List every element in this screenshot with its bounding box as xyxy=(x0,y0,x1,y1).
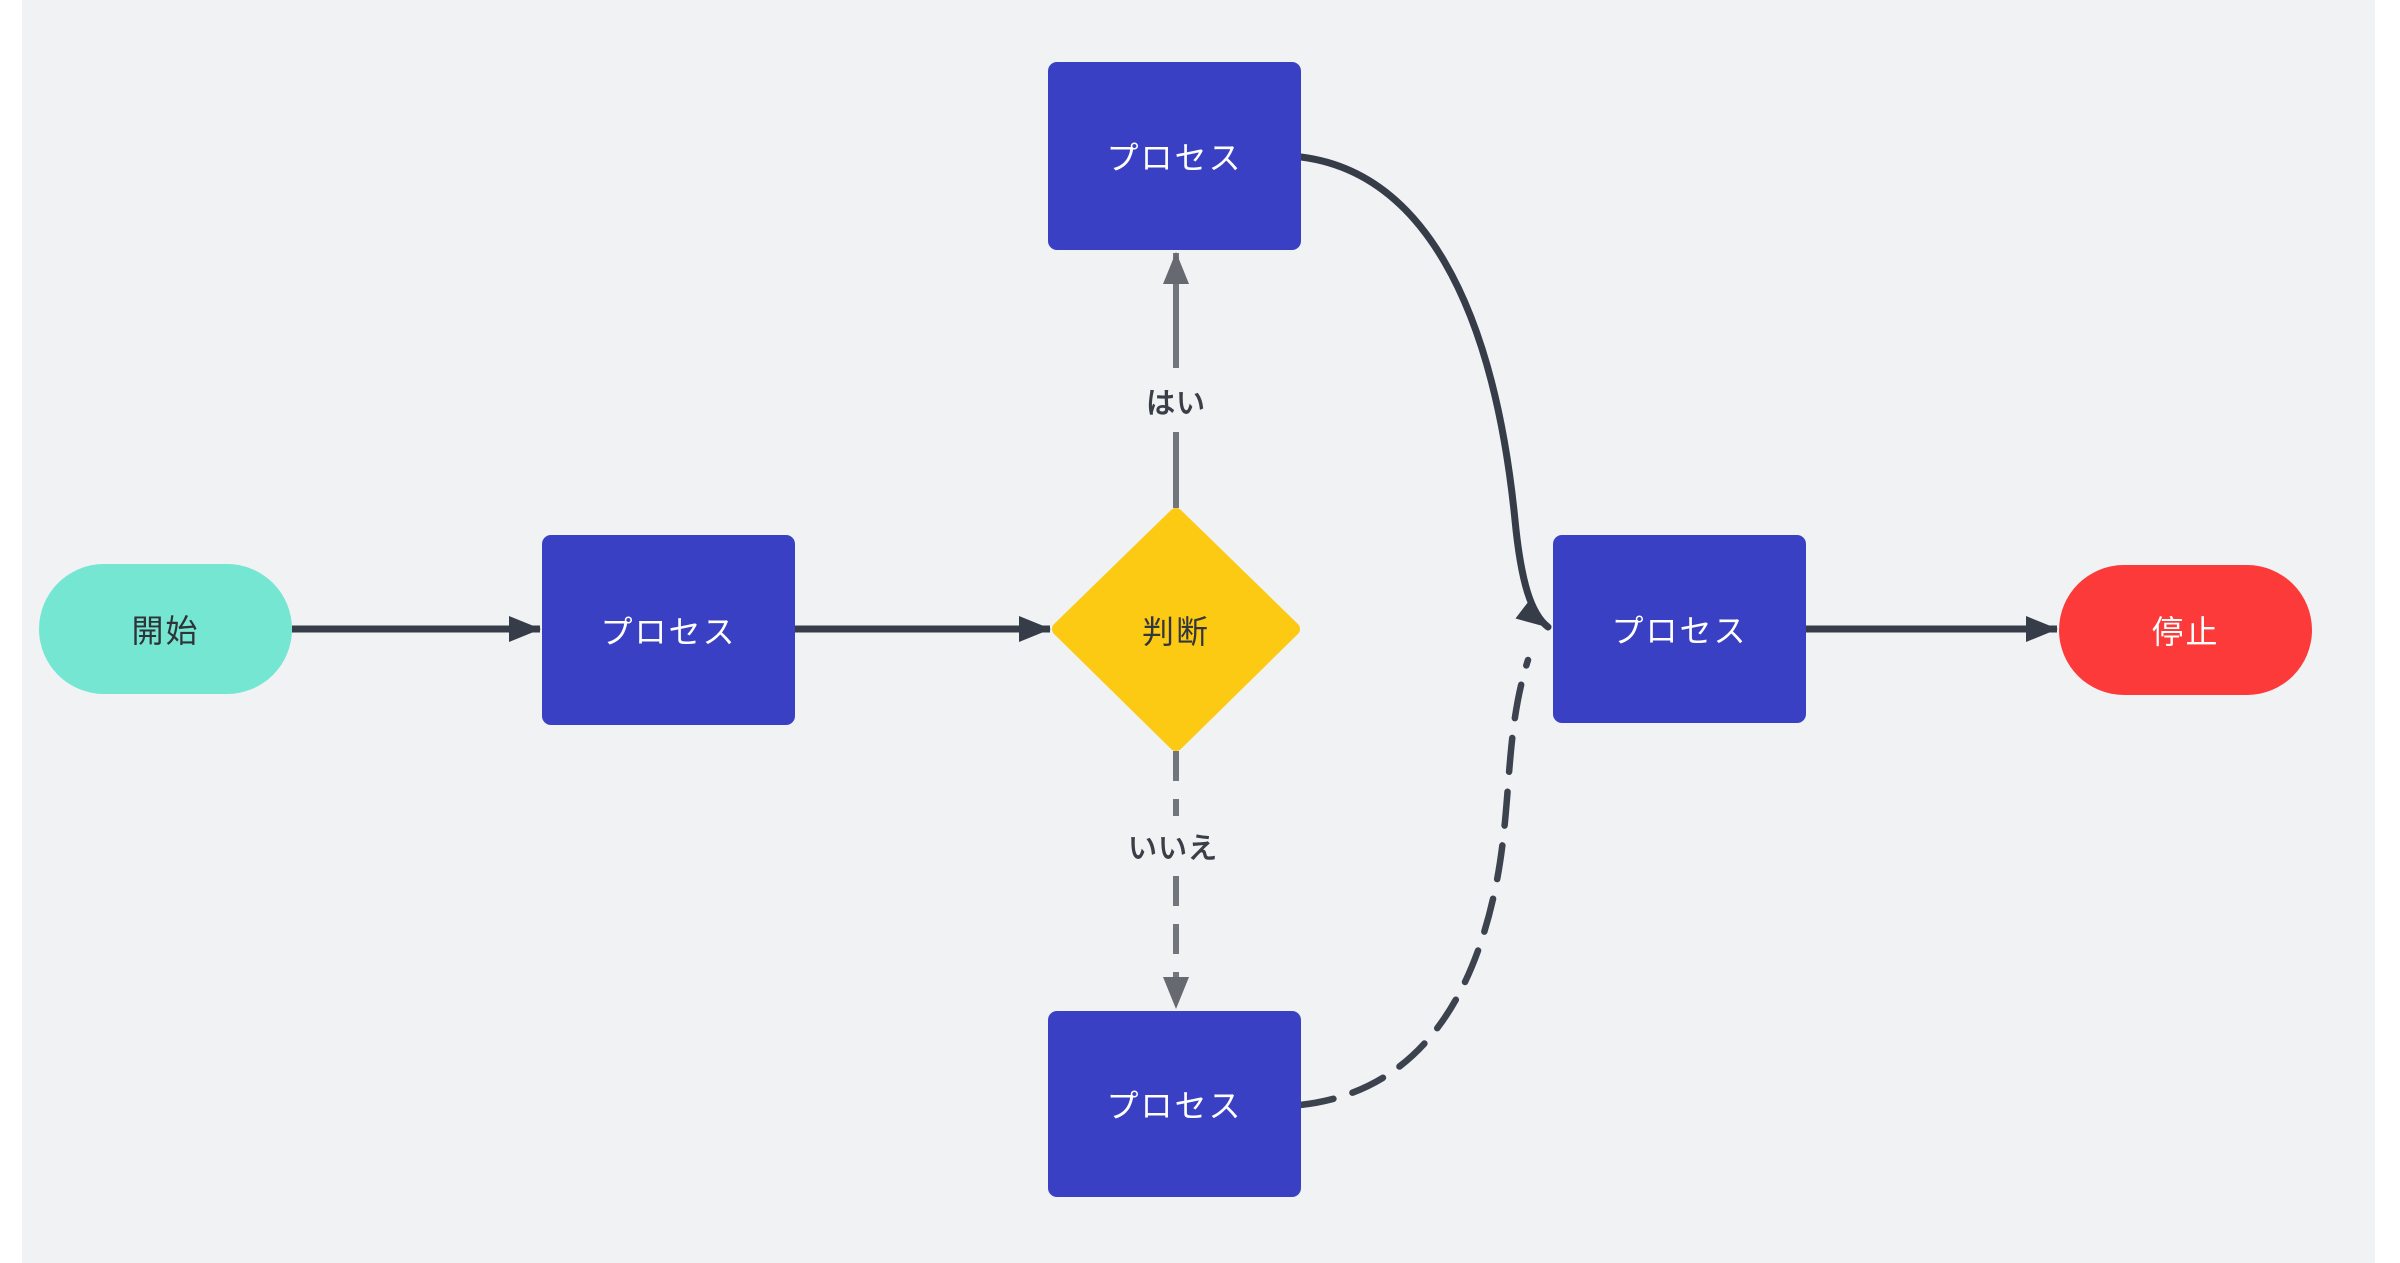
node-start-label: 開始 xyxy=(131,613,200,649)
node-decision-label: 判断 xyxy=(1141,614,1210,650)
node-process-1-label: プロセス xyxy=(600,614,737,650)
node-process-1[interactable]: プロセス xyxy=(542,535,795,725)
node-decision-shape[interactable] xyxy=(1052,508,1300,751)
edge-bottom-to-right-curve xyxy=(1296,656,1532,1109)
node-process-right[interactable]: プロセス xyxy=(1553,535,1806,723)
edge-top-to-right-curve xyxy=(1297,153,1552,631)
edge-label-yes: はい xyxy=(1124,378,1228,424)
node-process-bottom[interactable]: プロセス xyxy=(1048,1011,1301,1197)
node-stop-label: 停止 xyxy=(2151,614,2220,650)
node-process-top[interactable]: プロセス xyxy=(1048,62,1301,250)
node-process-top-label: プロセス xyxy=(1106,140,1243,176)
edge-label-no: いいえ xyxy=(1100,823,1246,869)
node-start[interactable]: 開始 xyxy=(39,564,292,694)
node-process-right-label: プロセス xyxy=(1611,613,1748,649)
node-stop[interactable]: 停止 xyxy=(2059,565,2312,695)
node-process-bottom-label: プロセス xyxy=(1106,1088,1243,1124)
